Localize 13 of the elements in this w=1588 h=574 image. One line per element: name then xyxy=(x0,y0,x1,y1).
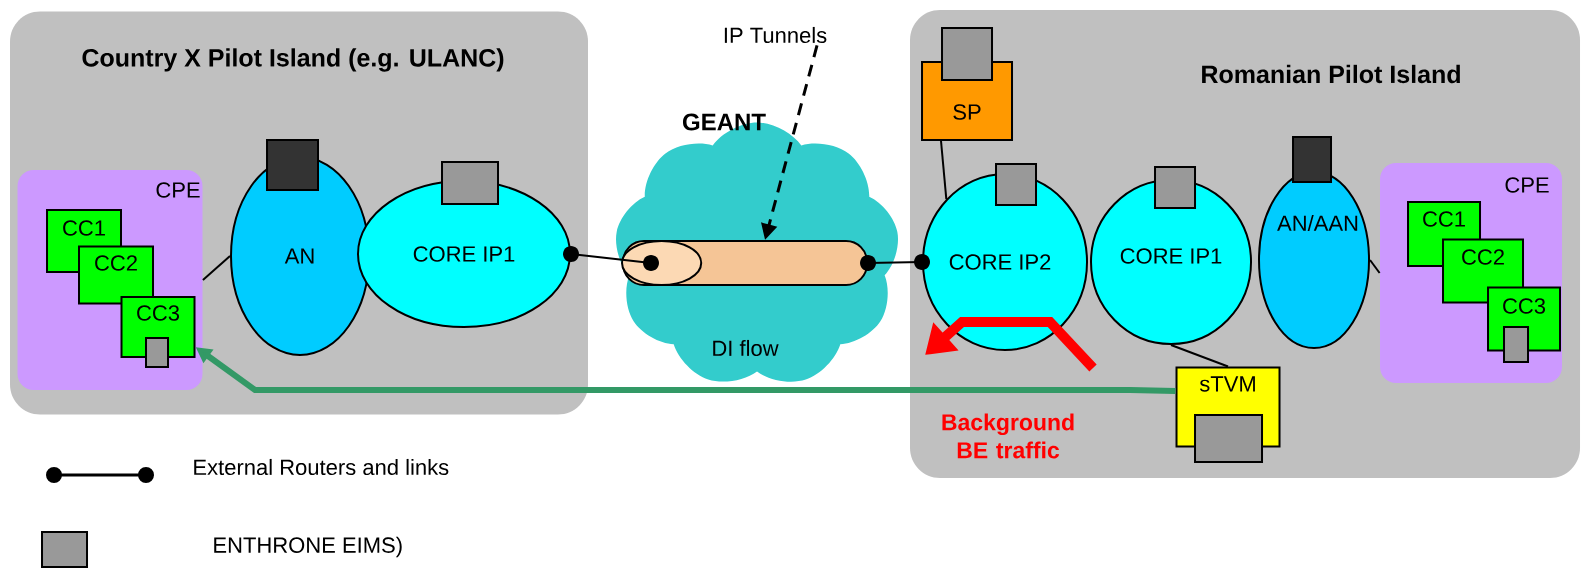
connector xyxy=(563,246,659,271)
legend-text: ENTHRONE EIMS) xyxy=(214,536,402,558)
legend-text: External Routers and links xyxy=(194,458,449,476)
connector xyxy=(940,140,948,201)
callout-text: IP Tunnels xyxy=(724,26,827,44)
connector xyxy=(1369,259,1381,274)
connector xyxy=(201,255,231,281)
device-box: CC2 xyxy=(78,245,154,305)
tunnel-cylinder xyxy=(621,240,868,286)
traffic-label: Background BE traffic xyxy=(942,413,1074,459)
connector xyxy=(860,254,930,271)
device-box: CC3 xyxy=(120,296,196,358)
connector xyxy=(1170,344,1229,368)
